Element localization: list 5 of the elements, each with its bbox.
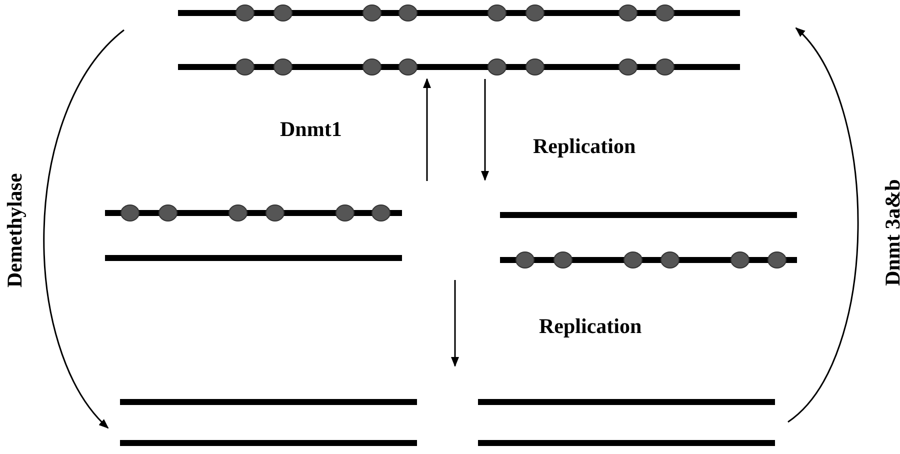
arrow bbox=[788, 27, 859, 423]
arrow bbox=[43, 29, 125, 429]
arrow bbox=[423, 78, 431, 181]
arrow bbox=[451, 280, 459, 367]
arrow bbox=[481, 79, 489, 181]
